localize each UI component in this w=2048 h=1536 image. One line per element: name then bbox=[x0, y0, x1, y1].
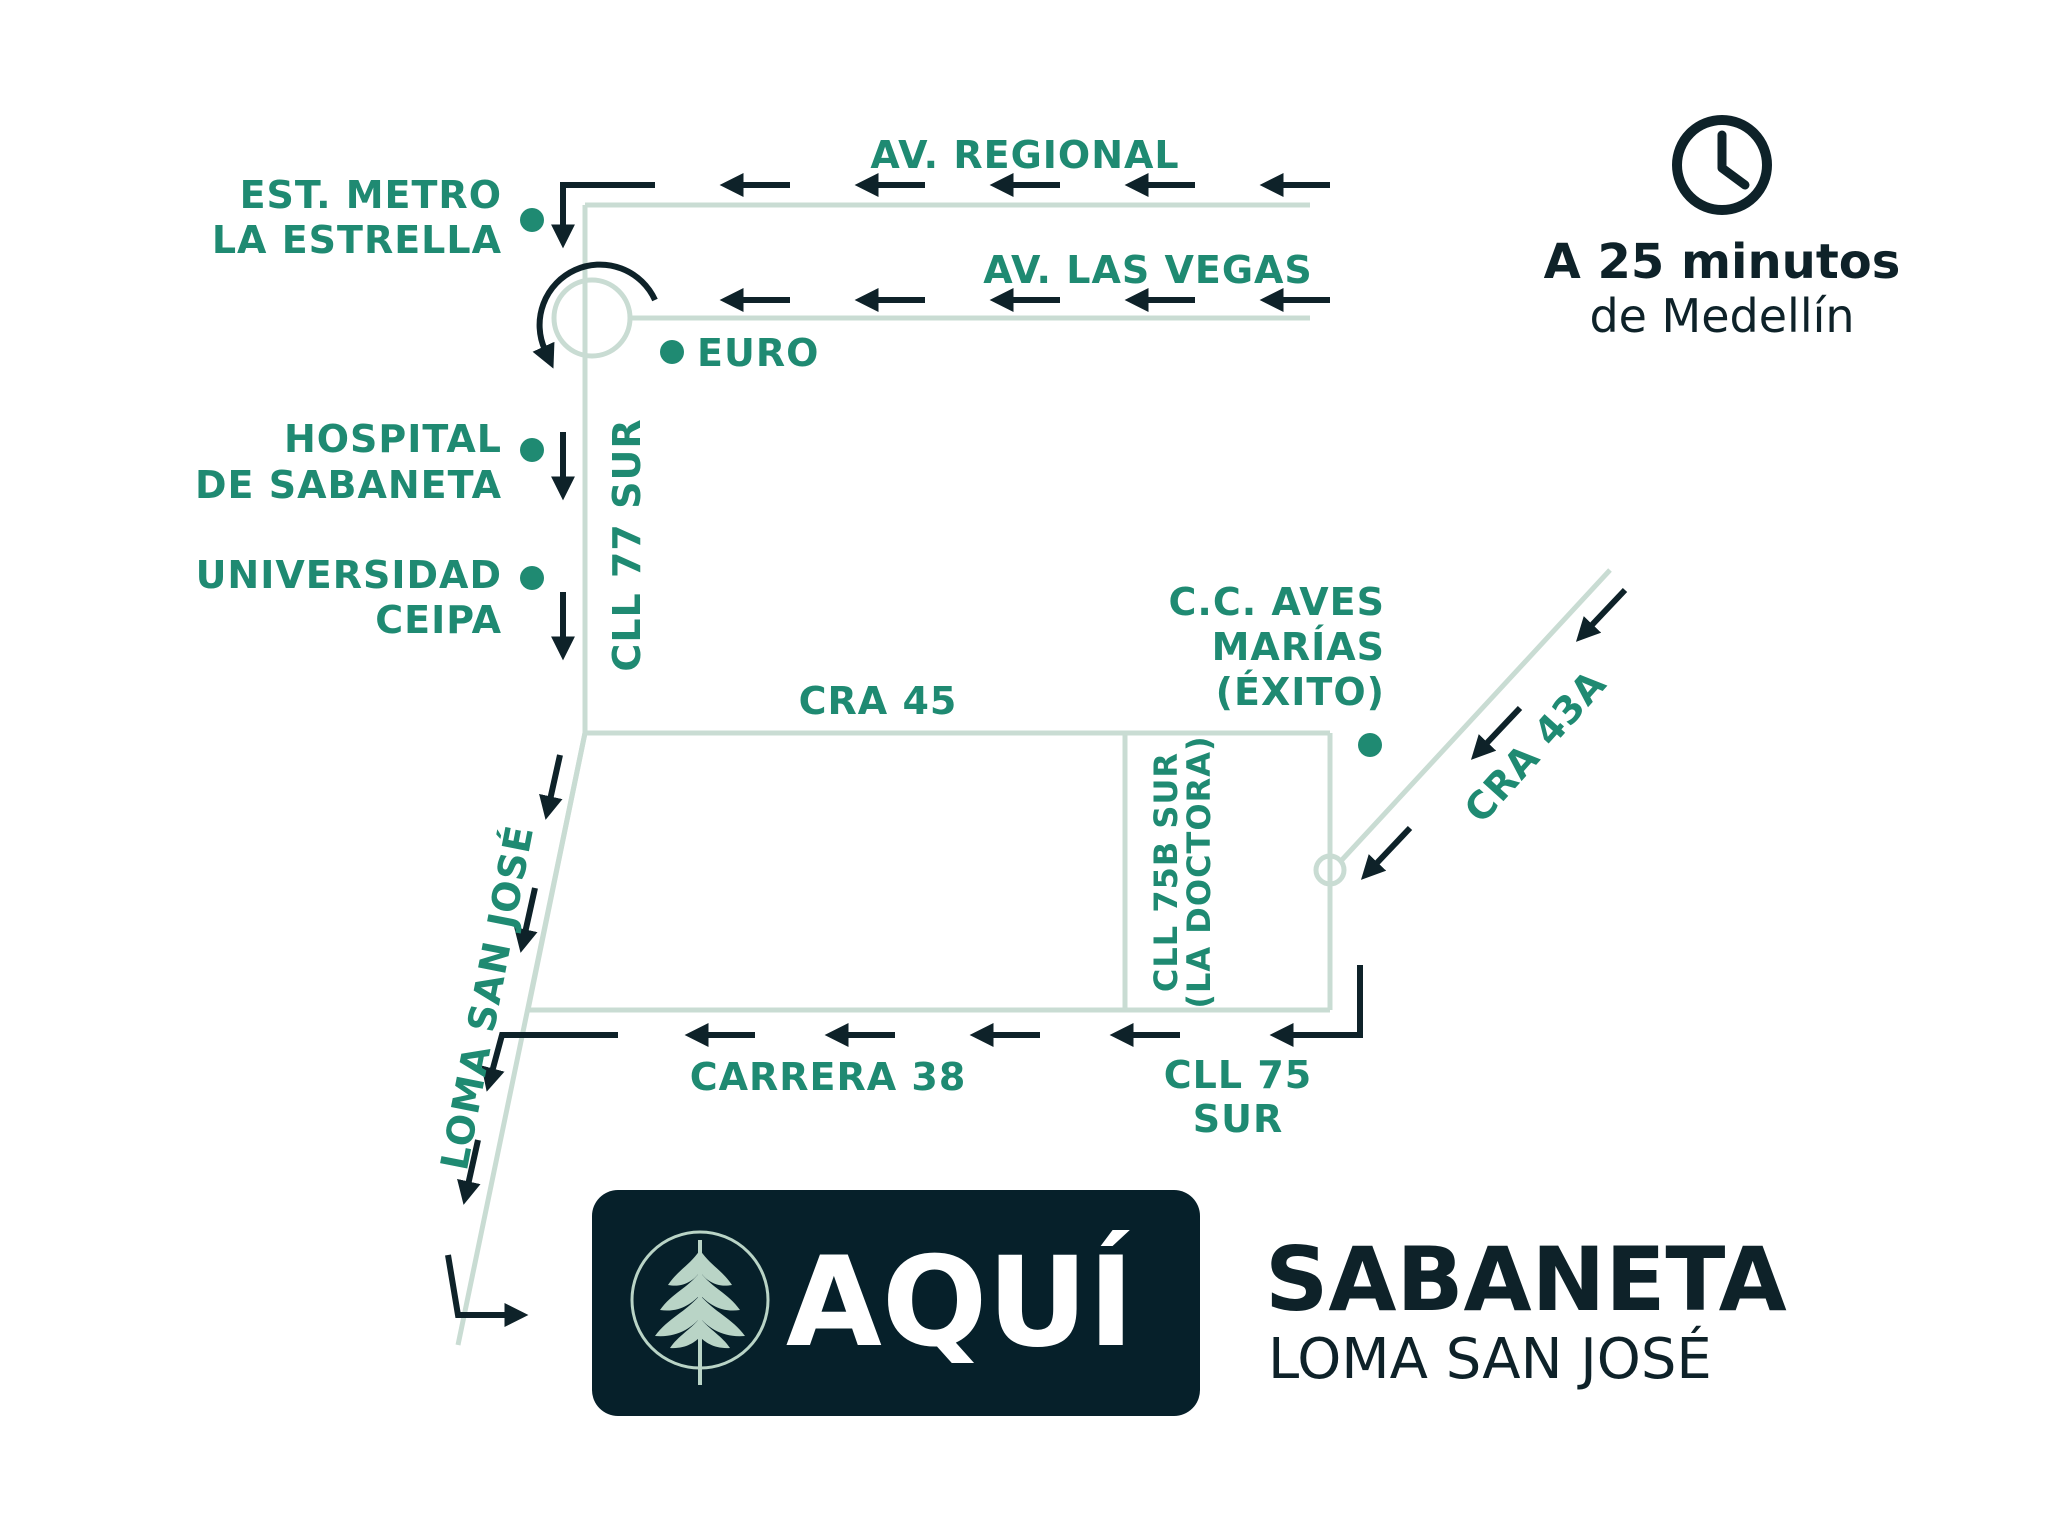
label-hospital-line1: HOSPITAL bbox=[284, 417, 502, 461]
arrow-down-left-icon bbox=[1470, 705, 1523, 760]
label-loma-san-jose: LOMA SAN JOSÉ bbox=[432, 821, 542, 1173]
label-la-doctora: (LA DOCTORA) bbox=[1180, 735, 1218, 1008]
destination-city: SABANETA bbox=[1265, 1228, 1787, 1331]
destination-place: LOMA SAN JOSÉ bbox=[1268, 1327, 1712, 1392]
label-cll-75-sur-line2: SUR bbox=[1193, 1097, 1284, 1141]
hospital-marker bbox=[520, 438, 544, 462]
aqui-badge: AQUÍ bbox=[592, 1190, 1200, 1416]
arrow-turn-down-icon bbox=[481, 1032, 618, 1092]
label-cra-45: CRA 45 bbox=[799, 679, 958, 723]
travel-time-strong: A 25 minutos bbox=[1544, 234, 1901, 290]
label-carrera-38: CARRERA 38 bbox=[690, 1055, 967, 1099]
travel-time-rest: de Medellín bbox=[1589, 289, 1854, 343]
arrow-down-icon bbox=[514, 887, 538, 953]
palm-leaf-icon bbox=[630, 1230, 770, 1385]
label-cc-line2: MARÍAS bbox=[1212, 625, 1385, 669]
road-cra-43a bbox=[1338, 568, 1612, 864]
direction-arrows bbox=[445, 173, 1628, 1327]
label-cll-75b-sur: CLL 75B SUR bbox=[1147, 752, 1185, 992]
label-av-las-vegas: AV. LAS VEGAS bbox=[983, 248, 1313, 292]
metro-station-marker bbox=[520, 208, 544, 232]
roads bbox=[455, 202, 1612, 1346]
junction-cra-43a bbox=[1313, 853, 1347, 887]
arrow-down-icon bbox=[539, 754, 563, 820]
destination: SABANETA LOMA SAN JOSÉ bbox=[1265, 1228, 1787, 1392]
road-loma-san-jose bbox=[455, 732, 588, 1346]
label-universidad-line1: UNIVERSIDAD bbox=[196, 553, 502, 597]
label-cc-line3: (ÉXITO) bbox=[1216, 670, 1385, 714]
arrow-down-left-icon bbox=[1575, 587, 1628, 642]
badge-label: AQUÍ bbox=[786, 1229, 1134, 1375]
arrow-turn-right-icon bbox=[445, 1254, 529, 1327]
road-labels: AV. REGIONAL AV. LAS VEGAS CLL 77 SUR CR… bbox=[432, 133, 1615, 1174]
landmark-dots bbox=[520, 208, 1382, 757]
clock-icon bbox=[1672, 115, 1772, 215]
universidad-marker bbox=[520, 566, 544, 590]
arrow-down-icon bbox=[457, 1139, 481, 1205]
label-av-regional: AV. REGIONAL bbox=[870, 133, 1179, 177]
label-cll-77-sur: CLL 77 SUR bbox=[605, 418, 649, 671]
mall-marker bbox=[1358, 733, 1382, 757]
label-metro-line2: LA ESTRELLA bbox=[212, 218, 502, 262]
arrow-down-left-icon bbox=[1360, 825, 1413, 880]
label-hospital-line2: DE SABANETA bbox=[195, 463, 502, 507]
label-cra-43a: CRA 43A bbox=[1456, 661, 1615, 831]
arrow-turn-left-icon bbox=[1269, 965, 1363, 1047]
landmark-labels: EST. METRO LA ESTRELLA EURO HOSPITAL DE … bbox=[195, 173, 1385, 714]
roundabout bbox=[551, 277, 633, 359]
label-euro: EURO bbox=[697, 331, 819, 375]
arrow-turn-down-icon bbox=[551, 182, 655, 249]
label-metro-line1: EST. METRO bbox=[240, 173, 502, 217]
label-universidad-line2: CEIPA bbox=[375, 598, 502, 642]
travel-time: A 25 minutos de Medellín bbox=[1544, 115, 1901, 343]
arrow-roundabout-icon bbox=[532, 261, 658, 369]
label-cc-line1: C.C. AVES bbox=[1169, 580, 1385, 624]
label-cll-75-sur-line1: CLL 75 bbox=[1164, 1053, 1312, 1097]
euro-marker bbox=[660, 340, 684, 364]
